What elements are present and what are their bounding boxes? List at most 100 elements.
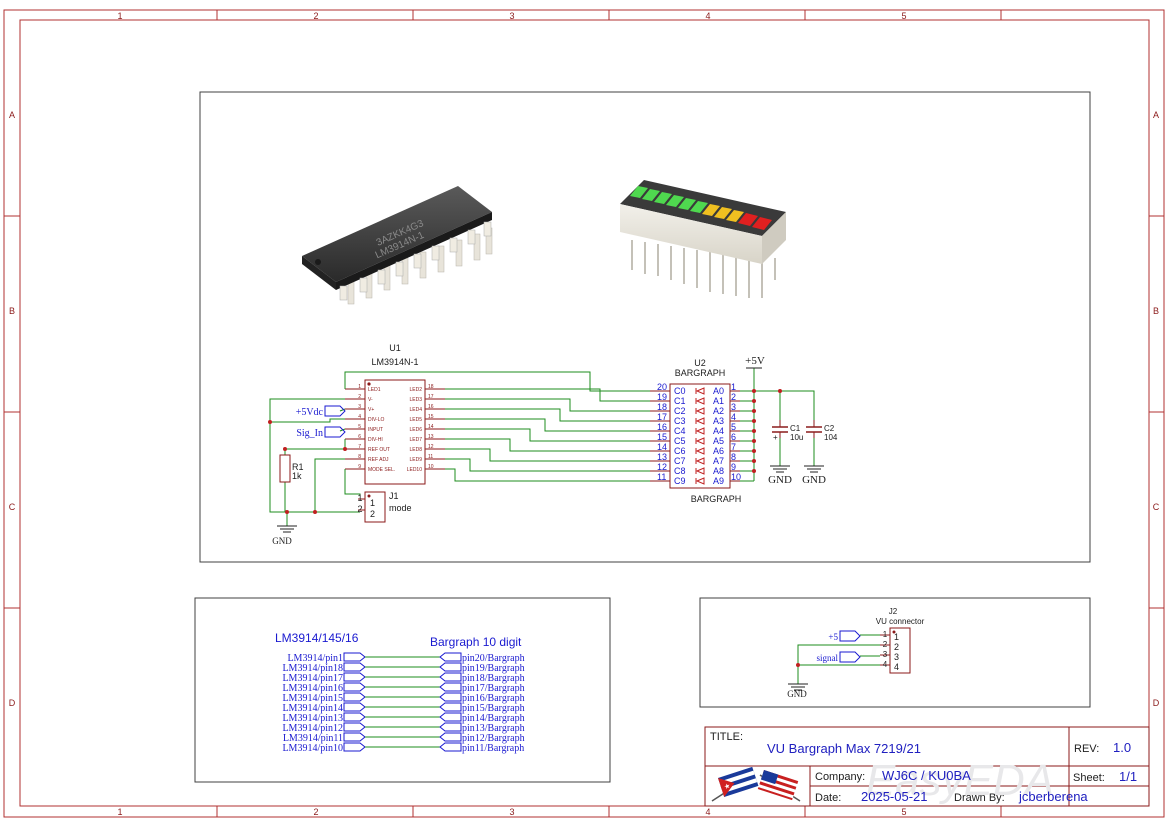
mapping-left-label: LM3914/pin15 <box>282 693 343 704</box>
u1-left-pin-name: V- <box>368 397 373 403</box>
u1-left-pin-num: 5 <box>358 424 361 430</box>
port-sig-in-label: Sig_In <box>296 428 323 439</box>
mapping-right-label: pin14/Bargraph <box>462 713 525 724</box>
sheet-frame: 1 2 3 4 5 1 2 3 4 5 A B C D A B C D <box>3 9 1165 818</box>
u2-right-pin-num: 4 <box>731 412 736 422</box>
mapping-left-port <box>343 652 366 662</box>
u2-led-diode-icon <box>695 467 705 475</box>
j2-box <box>699 597 1091 708</box>
mapping-left-port <box>343 682 366 692</box>
j2-outer-3: 3 <box>883 650 888 659</box>
j2-pin-2: 2 <box>894 642 899 652</box>
c2-value: 104 <box>824 433 838 442</box>
u2-anode-name: A1 <box>713 396 724 406</box>
mapping-right-port <box>439 732 462 742</box>
j1-value: mode <box>389 503 412 513</box>
gnd-symbol-c2: GND <box>802 465 826 486</box>
u1-right-pin-name: LED10 <box>407 467 423 473</box>
u1-left-pin-num: 3 <box>358 404 361 410</box>
u1-value: LM3914N-1 <box>371 357 418 367</box>
zone-row-b-right: B <box>1153 306 1159 316</box>
u1-right-pin-name: LED3 <box>409 397 422 403</box>
u2-led-diode-icon <box>695 457 705 465</box>
u2-value-top: BARGRAPH <box>675 368 726 378</box>
u2-led-diode-icon <box>695 477 705 485</box>
u2-left-pin-num: 11 <box>657 472 666 482</box>
svg-text:★: ★ <box>723 782 731 792</box>
u2-cathode-name: C9 <box>674 476 686 486</box>
gnd-label-c2: GND <box>802 474 826 486</box>
zone-row-d-right: D <box>1153 698 1160 708</box>
port-5vdc: +5Vdc <box>296 405 346 418</box>
mapping-right-label: pin19/Bargraph <box>462 663 525 674</box>
mapping-left-label: LM3914/pin10 <box>282 743 343 754</box>
port-plus5-label: +5 <box>828 632 838 642</box>
mapping-left-label: LM3914/pin14 <box>282 703 343 714</box>
easyeda-watermark: EasyEDA <box>866 756 1054 805</box>
zone-col-2-top: 2 <box>313 11 318 21</box>
u1-right-pin-num: 16 <box>428 404 434 410</box>
mapping-right-port <box>439 662 462 672</box>
u2-right-pin-num: 5 <box>731 422 736 432</box>
bargraph-photo <box>620 180 786 298</box>
mapping-right-port <box>439 742 462 752</box>
gnd-label-main: GND <box>272 536 292 546</box>
j2-outer-1: 1 <box>883 630 888 639</box>
port-plus5: +5 <box>828 630 861 642</box>
mapping-right-label: pin11/Bargraph <box>462 743 524 754</box>
u2-anode-name: A8 <box>713 466 724 476</box>
u1-left-pin-num: 4 <box>358 414 361 420</box>
mapping-right-port <box>439 702 462 712</box>
mapping-right-label: pin15/Bargraph <box>462 703 525 714</box>
mapping-left-port <box>343 722 366 732</box>
u1-left-pin-name: REF ADJ <box>368 457 389 463</box>
u2-led-diode-icon <box>695 437 705 445</box>
gnd-label-j2: GND <box>787 689 807 699</box>
u2-cathode-name: C6 <box>674 446 686 456</box>
u2-led-diode-icon <box>695 427 705 435</box>
mapping-left-port <box>343 702 366 712</box>
zone-col-1-bottom: 1 <box>117 807 122 817</box>
mapping-left-label: LM3914/pin11 <box>283 733 343 744</box>
u2-right-pin-num: 3 <box>731 402 736 412</box>
mapping-right-label: pin17/Bargraph <box>462 683 525 694</box>
c1-value: 10u <box>790 433 803 442</box>
mapping-left-label: LM3914/pin1 <box>287 653 343 664</box>
u1-right-pin-num: 17 <box>428 394 434 400</box>
title-value: VU Bargraph Max 7219/21 <box>767 741 921 756</box>
j2-vu-connector: J2 VU connector 1 2 3 4 1 2 3 4 <box>876 607 925 674</box>
drawn-by-label: Drawn By: <box>954 792 1005 804</box>
port-signal: signal <box>817 651 861 663</box>
main-schematic-box <box>199 91 1091 563</box>
mapping-right-port <box>439 712 462 722</box>
u2-left-pin-num: 17 <box>657 412 667 422</box>
mapping-right-port <box>439 672 462 682</box>
u1-left-pin-num: 6 <box>358 434 361 440</box>
u2-anode-name: A4 <box>713 426 724 436</box>
c1-ref: C1 <box>790 424 801 433</box>
c2-capacitor: C2 104 <box>806 420 838 442</box>
u1-left-pin-name: INPUT <box>368 427 383 433</box>
u2-cathode-name: C2 <box>674 406 686 416</box>
vcc-label: +5V <box>745 355 765 367</box>
j2-outer-2: 2 <box>883 640 888 649</box>
u2-anode-name: A3 <box>713 416 724 426</box>
u1-left-pin-name: DIV-HI <box>368 437 383 443</box>
company-value: WJ6C / KU0BA <box>882 768 971 783</box>
u2-led-diode-icon <box>695 417 705 425</box>
u2-cathode-name: C5 <box>674 436 686 446</box>
r1-ref: R1 <box>292 462 304 472</box>
u2-left-pin-num: 12 <box>657 462 667 472</box>
j1-pin-1: 1 <box>370 498 375 508</box>
vcc-symbol: +5V <box>745 355 765 369</box>
gnd-symbol-c1: GND <box>768 465 792 486</box>
r1-resistor: R1 1k <box>279 454 304 483</box>
u1-right-pin-num: 15 <box>428 414 434 420</box>
u1-right-pin-num: 10 <box>428 464 434 470</box>
j2-pin-3: 3 <box>894 652 899 662</box>
j2-pin-1: 1 <box>894 632 899 642</box>
u2-led-diode-icon <box>695 387 705 395</box>
j1-ref: J1 <box>389 491 399 501</box>
u2-right-pin-num: 7 <box>731 442 736 452</box>
